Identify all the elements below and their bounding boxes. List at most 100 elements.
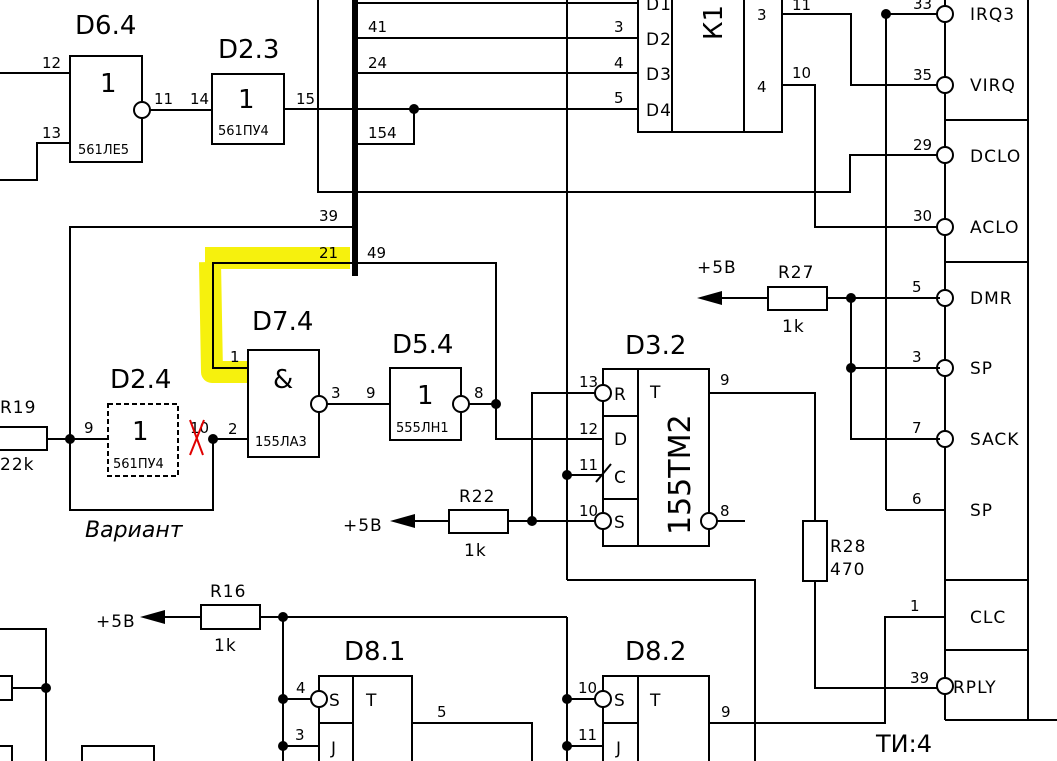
- signal-rply: RPLY: [953, 678, 997, 698]
- input-s: S: [614, 513, 626, 533]
- symbol-d5-4: 1: [417, 381, 434, 411]
- pin-label: 5: [614, 89, 624, 107]
- input-d3: D3: [646, 65, 672, 85]
- buffer-d2-4-variant: D2.4 1 561ПУ4 9 10 Вариант: [84, 365, 209, 543]
- pin-label: 10: [579, 502, 598, 520]
- input-r: R: [614, 385, 627, 405]
- connector-pin-number: 6: [912, 490, 922, 508]
- part-d2-4: 561ПУ4: [113, 457, 164, 472]
- connector-pin-number: 35: [913, 66, 932, 84]
- gate-d6-4: D6.4 1 561ЛЕ5 12 13 11: [0, 11, 212, 181]
- connector-pins: [936, 5, 954, 695]
- chip-k1: D1 D2 D3 D4 3 4 5 К1 3 4: [614, 0, 783, 133]
- pin-label: 9: [720, 371, 730, 389]
- ref-d6-4: D6.4: [75, 11, 136, 41]
- input-s: S: [614, 691, 626, 711]
- pin-label: 10: [792, 64, 811, 82]
- signal-sack: SACK: [970, 430, 1019, 450]
- signal-dmr: DMR: [970, 289, 1013, 309]
- bus-pin-label: 21: [319, 244, 338, 262]
- ref-d2-3: D2.3: [218, 35, 279, 65]
- bus-connector: [881, 0, 1057, 721]
- pin-label: 8: [720, 502, 730, 520]
- ref-d3-2: D3.2: [625, 331, 686, 361]
- pin-label: 9: [721, 703, 731, 721]
- pin-label: 3: [757, 6, 767, 24]
- flipflop-d8-1: D8.1 S J T 4 3 5: [278, 637, 533, 761]
- part-d6-4: 561ЛЕ5: [78, 143, 129, 158]
- inverter-d5-4: D5.4 1 555ЛН1 9 8: [366, 330, 501, 441]
- bus-pin-label: 39: [319, 207, 338, 225]
- pin-label: 11: [578, 726, 597, 744]
- bus-pin-label: 41: [368, 18, 387, 36]
- pin-label: 3: [331, 384, 341, 402]
- variant-note: Вариант: [85, 518, 184, 543]
- bus-pin-label: 154: [368, 124, 397, 142]
- pin-label: 8: [474, 384, 484, 402]
- pin-label: 13: [42, 124, 61, 142]
- connector-pin-number: 3: [912, 348, 922, 366]
- resistor-r27: +5В R27 1k: [697, 258, 940, 440]
- pin-label: 5: [437, 703, 447, 721]
- connector-pin-number: 7: [912, 419, 922, 437]
- wire-dclo: [317, 0, 940, 193]
- ref-d7-4: D7.4: [252, 307, 313, 337]
- pin-label: 15: [296, 90, 315, 108]
- connector-pin-number: 1: [910, 597, 920, 615]
- value-r19: 22k: [0, 455, 34, 475]
- ref-d5-4: D5.4: [392, 330, 453, 360]
- ref-d8-2: D8.2: [625, 637, 686, 667]
- bus-pin-label: 49: [367, 244, 386, 262]
- symbol-d2-3: 1: [238, 85, 255, 115]
- connector-pin-number: 29: [913, 136, 932, 154]
- ref-r22: R22: [459, 487, 495, 507]
- input-d: D: [614, 430, 628, 450]
- ref-d2-4: D2.4: [110, 365, 171, 395]
- part-d2-3: 561ПУ4: [218, 124, 269, 139]
- value-r22: 1k: [464, 541, 487, 561]
- resistor-r19: R19 22k: [0, 398, 108, 475]
- value-r16: 1k: [214, 636, 237, 656]
- resistor-r22: +5В R22 1k: [343, 487, 595, 561]
- signal-sp: SP: [970, 359, 993, 379]
- connector-labels: 33 IRQ3 35 VIRQ 29 DCLO 30 ACLO 5 DMR 3 …: [910, 0, 1021, 698]
- bus-pin-label: 24: [368, 54, 387, 72]
- pin-label: 4: [614, 54, 624, 72]
- symbol-d2-4: 1: [132, 417, 149, 447]
- pin-label: 4: [757, 78, 767, 96]
- signal-dclo: DCLO: [970, 147, 1021, 167]
- pin-label: 10: [578, 679, 597, 697]
- ref-d8-1: D8.1: [344, 637, 405, 667]
- sheet-reference: ТИ:4: [875, 730, 932, 758]
- ref-k1: К1: [699, 5, 729, 40]
- pin-label: 9: [366, 384, 376, 402]
- pin-label: 9: [84, 419, 94, 437]
- value-r28: 470: [830, 560, 865, 580]
- output-t: T: [649, 383, 661, 403]
- nand-d7-4: D7.4 & 155ЛА3 1 2 3: [228, 307, 341, 458]
- ref-r16: R16: [210, 582, 246, 602]
- part-d5-4: 555ЛН1: [396, 421, 449, 436]
- buffer-d2-3: D2.3 1 561ПУ4 14 15: [190, 35, 640, 145]
- resistor-r16: +5В R16 1k: [96, 582, 568, 761]
- signal-aclo: ACLO: [970, 218, 1019, 238]
- signal-irq3: IRQ3: [970, 5, 1015, 25]
- pin-label: 3: [614, 18, 624, 36]
- power-label: +5В: [343, 516, 383, 536]
- output-t: T: [365, 691, 377, 711]
- connector-pin-number: 30: [913, 207, 932, 225]
- input-d2: D2: [646, 30, 672, 50]
- symbol-d6-4: 1: [100, 69, 117, 99]
- connector-pin-number: 39: [910, 669, 929, 687]
- input-s: S: [329, 691, 341, 711]
- connector-pin-number: 5: [912, 278, 922, 296]
- ref-r27: R27: [778, 263, 814, 283]
- input-c: C: [614, 468, 627, 488]
- pin-label: 14: [190, 90, 209, 108]
- ref-r19: R19: [0, 398, 36, 418]
- inverter-bubble: [133, 101, 151, 119]
- highlight-marker: [199, 247, 350, 383]
- pin-label: 11: [792, 0, 811, 14]
- pin-label: 12: [579, 420, 598, 438]
- connector-pin-number: 33: [913, 0, 932, 13]
